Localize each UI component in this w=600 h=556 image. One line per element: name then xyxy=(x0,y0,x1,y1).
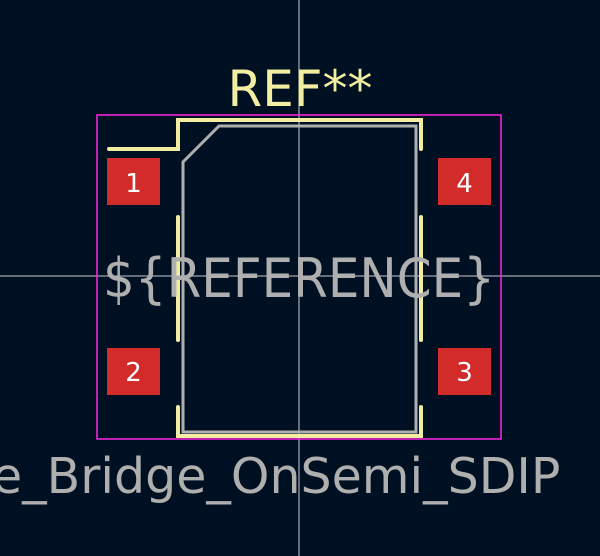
pad-1[interactable] xyxy=(107,158,160,205)
pad-1-number: 1 xyxy=(125,169,142,199)
fabrication-body-outline xyxy=(181,124,418,434)
pad-2-number: 2 xyxy=(125,358,142,388)
courtyard-outline xyxy=(96,114,502,440)
fabrication-reference-text[interactable]: ${REFERENCE} xyxy=(103,247,495,310)
pad[interactable]: 3 xyxy=(438,348,491,395)
pad-3[interactable] xyxy=(438,348,491,395)
pad-2[interactable] xyxy=(107,348,160,395)
pad-3-number: 3 xyxy=(456,358,473,388)
pad[interactable]: 4 xyxy=(438,158,491,205)
footprint-value-text[interactable]: e_Bridge_OnSemi_SDIP xyxy=(0,448,560,505)
silkscreen-outline xyxy=(107,118,423,438)
pad[interactable]: 2 xyxy=(107,348,160,395)
pad[interactable]: 1 xyxy=(107,158,160,205)
pad-4-number: 4 xyxy=(456,169,473,199)
reference-designator-text[interactable]: REF** xyxy=(227,60,372,118)
pad-4[interactable] xyxy=(438,158,491,205)
